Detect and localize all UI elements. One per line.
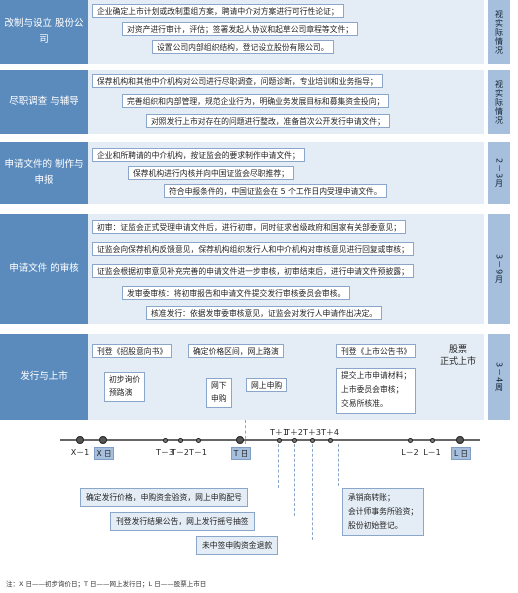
step-dd-1: 保荐机构和其他中介机构对公司进行尽职调查，问题诊断，专业培训和业务指导； xyxy=(92,74,383,88)
timeline-marker xyxy=(276,437,282,443)
timeline-label: T－1 xyxy=(189,448,207,457)
timeline-axis xyxy=(60,439,480,441)
timeline-label: T＋4 xyxy=(321,428,339,437)
timeline-label: X 日 xyxy=(94,447,114,460)
timeline-marker xyxy=(76,436,84,444)
step-restructure-2: 对资产进行审计，评估；签署发起人协议和起草公司章程等文件； xyxy=(122,22,359,36)
stage-label-due-diligence: 尽职调查 与辅导 xyxy=(0,70,88,134)
lower-step-transfer: 承销商转账； 会计师事务所验资； 股份初始登记。 xyxy=(342,488,425,536)
stage-label-restructure: 改制与设立 股份公司 xyxy=(0,0,88,64)
timeline-marker xyxy=(195,437,201,443)
timeline-marker xyxy=(429,437,435,443)
connector xyxy=(278,444,279,488)
time-application: 2－3月 xyxy=(488,142,510,204)
timeline-label: T＋1 xyxy=(270,428,288,437)
step-list-prospectus: 刊登《招股意向书》 xyxy=(92,344,173,358)
stage-label-application: 申请文件的 制作与申报 xyxy=(0,142,88,204)
timeline-label: T－3 xyxy=(156,448,174,457)
timeline-marker xyxy=(309,437,315,443)
time-review: 3－9月 xyxy=(488,214,510,324)
timeline-marker xyxy=(327,437,333,443)
step-restructure-1: 企业确定上市计划或改制重组方案，聘请中介对方案进行可行性论证； xyxy=(92,4,344,18)
step-list-inquiry: 初步询价 预路演 xyxy=(104,372,146,402)
connector xyxy=(245,420,246,444)
stage-label-listing: 发行与上市 xyxy=(0,334,88,420)
connector xyxy=(294,444,295,516)
step-list-go-public: 股票 正式上市 xyxy=(440,345,477,367)
time-due-diligence: 视实际情况 xyxy=(488,70,510,134)
step-review-2: 证监会向保荐机构反馈意见，保荐机构组织发行人和中介机构对审核意见进行回复或审核； xyxy=(92,242,414,256)
lower-step-result: 刊登发行结果公告，网上发行摇号抽签 xyxy=(110,512,255,531)
step-dd-2: 完善组织和内部管理，规范企业行为，明确业务发展目标和募集资金投向； xyxy=(122,94,390,108)
timeline-label: T－2 xyxy=(171,448,189,457)
step-review-1: 初审：证监会正式受理申请文件后，进行初审，同时征求省级政府和国家有关部委意见； xyxy=(92,220,407,234)
lower-step-refund: 未中签申购资金退款 xyxy=(196,536,279,555)
time-restructure: 视实际情况 xyxy=(488,0,510,64)
step-app-1: 企业和所聘请的中介机构，按证监会的要求制作申请文件； xyxy=(92,148,305,162)
step-dd-3: 对照发行上市对存在的问题进行整改，准备首次公开发行申请文件； xyxy=(146,114,390,128)
step-list-submit: 提交上市申请材料； 上市委员会审核； 交易所核准。 xyxy=(336,368,417,414)
step-review-4: 发审委审核：将初审报告和申请文件提交发行审核委员会审核。 xyxy=(122,286,351,300)
step-review-5: 核准发行：依据发审委审核意见，证监会对发行人申请作出决定。 xyxy=(146,306,383,320)
step-list-announcement: 刊登《上市公告书》 xyxy=(336,344,417,358)
stage-label-review: 申请文件 的审核 xyxy=(0,214,88,324)
timeline-label: L 日 xyxy=(451,447,471,460)
step-restructure-3: 设置公司内部组织结构，登记设立股份有限公司。 xyxy=(152,40,334,54)
timeline-marker xyxy=(291,437,297,443)
step-list-price-range: 确定价格区间，网上路演 xyxy=(188,344,284,358)
time-listing: 3－4周 xyxy=(488,334,510,420)
timeline-marker xyxy=(407,437,413,443)
timeline-marker xyxy=(99,436,107,444)
timeline-label: T 日 xyxy=(231,447,251,460)
timeline-marker xyxy=(236,436,244,444)
step-app-2: 保荐机构进行内核并向中国证监会尽职推荐； xyxy=(128,166,294,180)
timeline-label: L－2 xyxy=(401,448,419,457)
footnote: 注：X 日——初步询价日；T 日——网上发行日；L 日——股票上市日 xyxy=(6,580,207,588)
lower-step-price: 确定发行价格，申购资金验资，网上申购配号 xyxy=(80,488,248,507)
step-list-online: 网上申购 xyxy=(246,378,288,392)
timeline-label: X－1 xyxy=(70,448,90,457)
timeline-marker xyxy=(177,437,183,443)
step-review-3: 证监会根据初审意见补充完善的申请文件进一步审核，初审结束后，进行申请文件预披露； xyxy=(92,264,414,278)
connector xyxy=(312,444,313,540)
timeline-label: T＋3 xyxy=(303,428,321,437)
timeline-label: T＋2 xyxy=(285,428,303,437)
timeline-label: L－1 xyxy=(423,448,441,457)
step-list-offline: 网下 申购 xyxy=(206,378,232,408)
timeline-marker xyxy=(456,436,464,444)
connector xyxy=(338,444,339,486)
timeline-marker xyxy=(162,437,168,443)
step-app-3: 符合申报条件的，中国证监会在 5 个工作日内受理申请文件。 xyxy=(164,184,387,198)
